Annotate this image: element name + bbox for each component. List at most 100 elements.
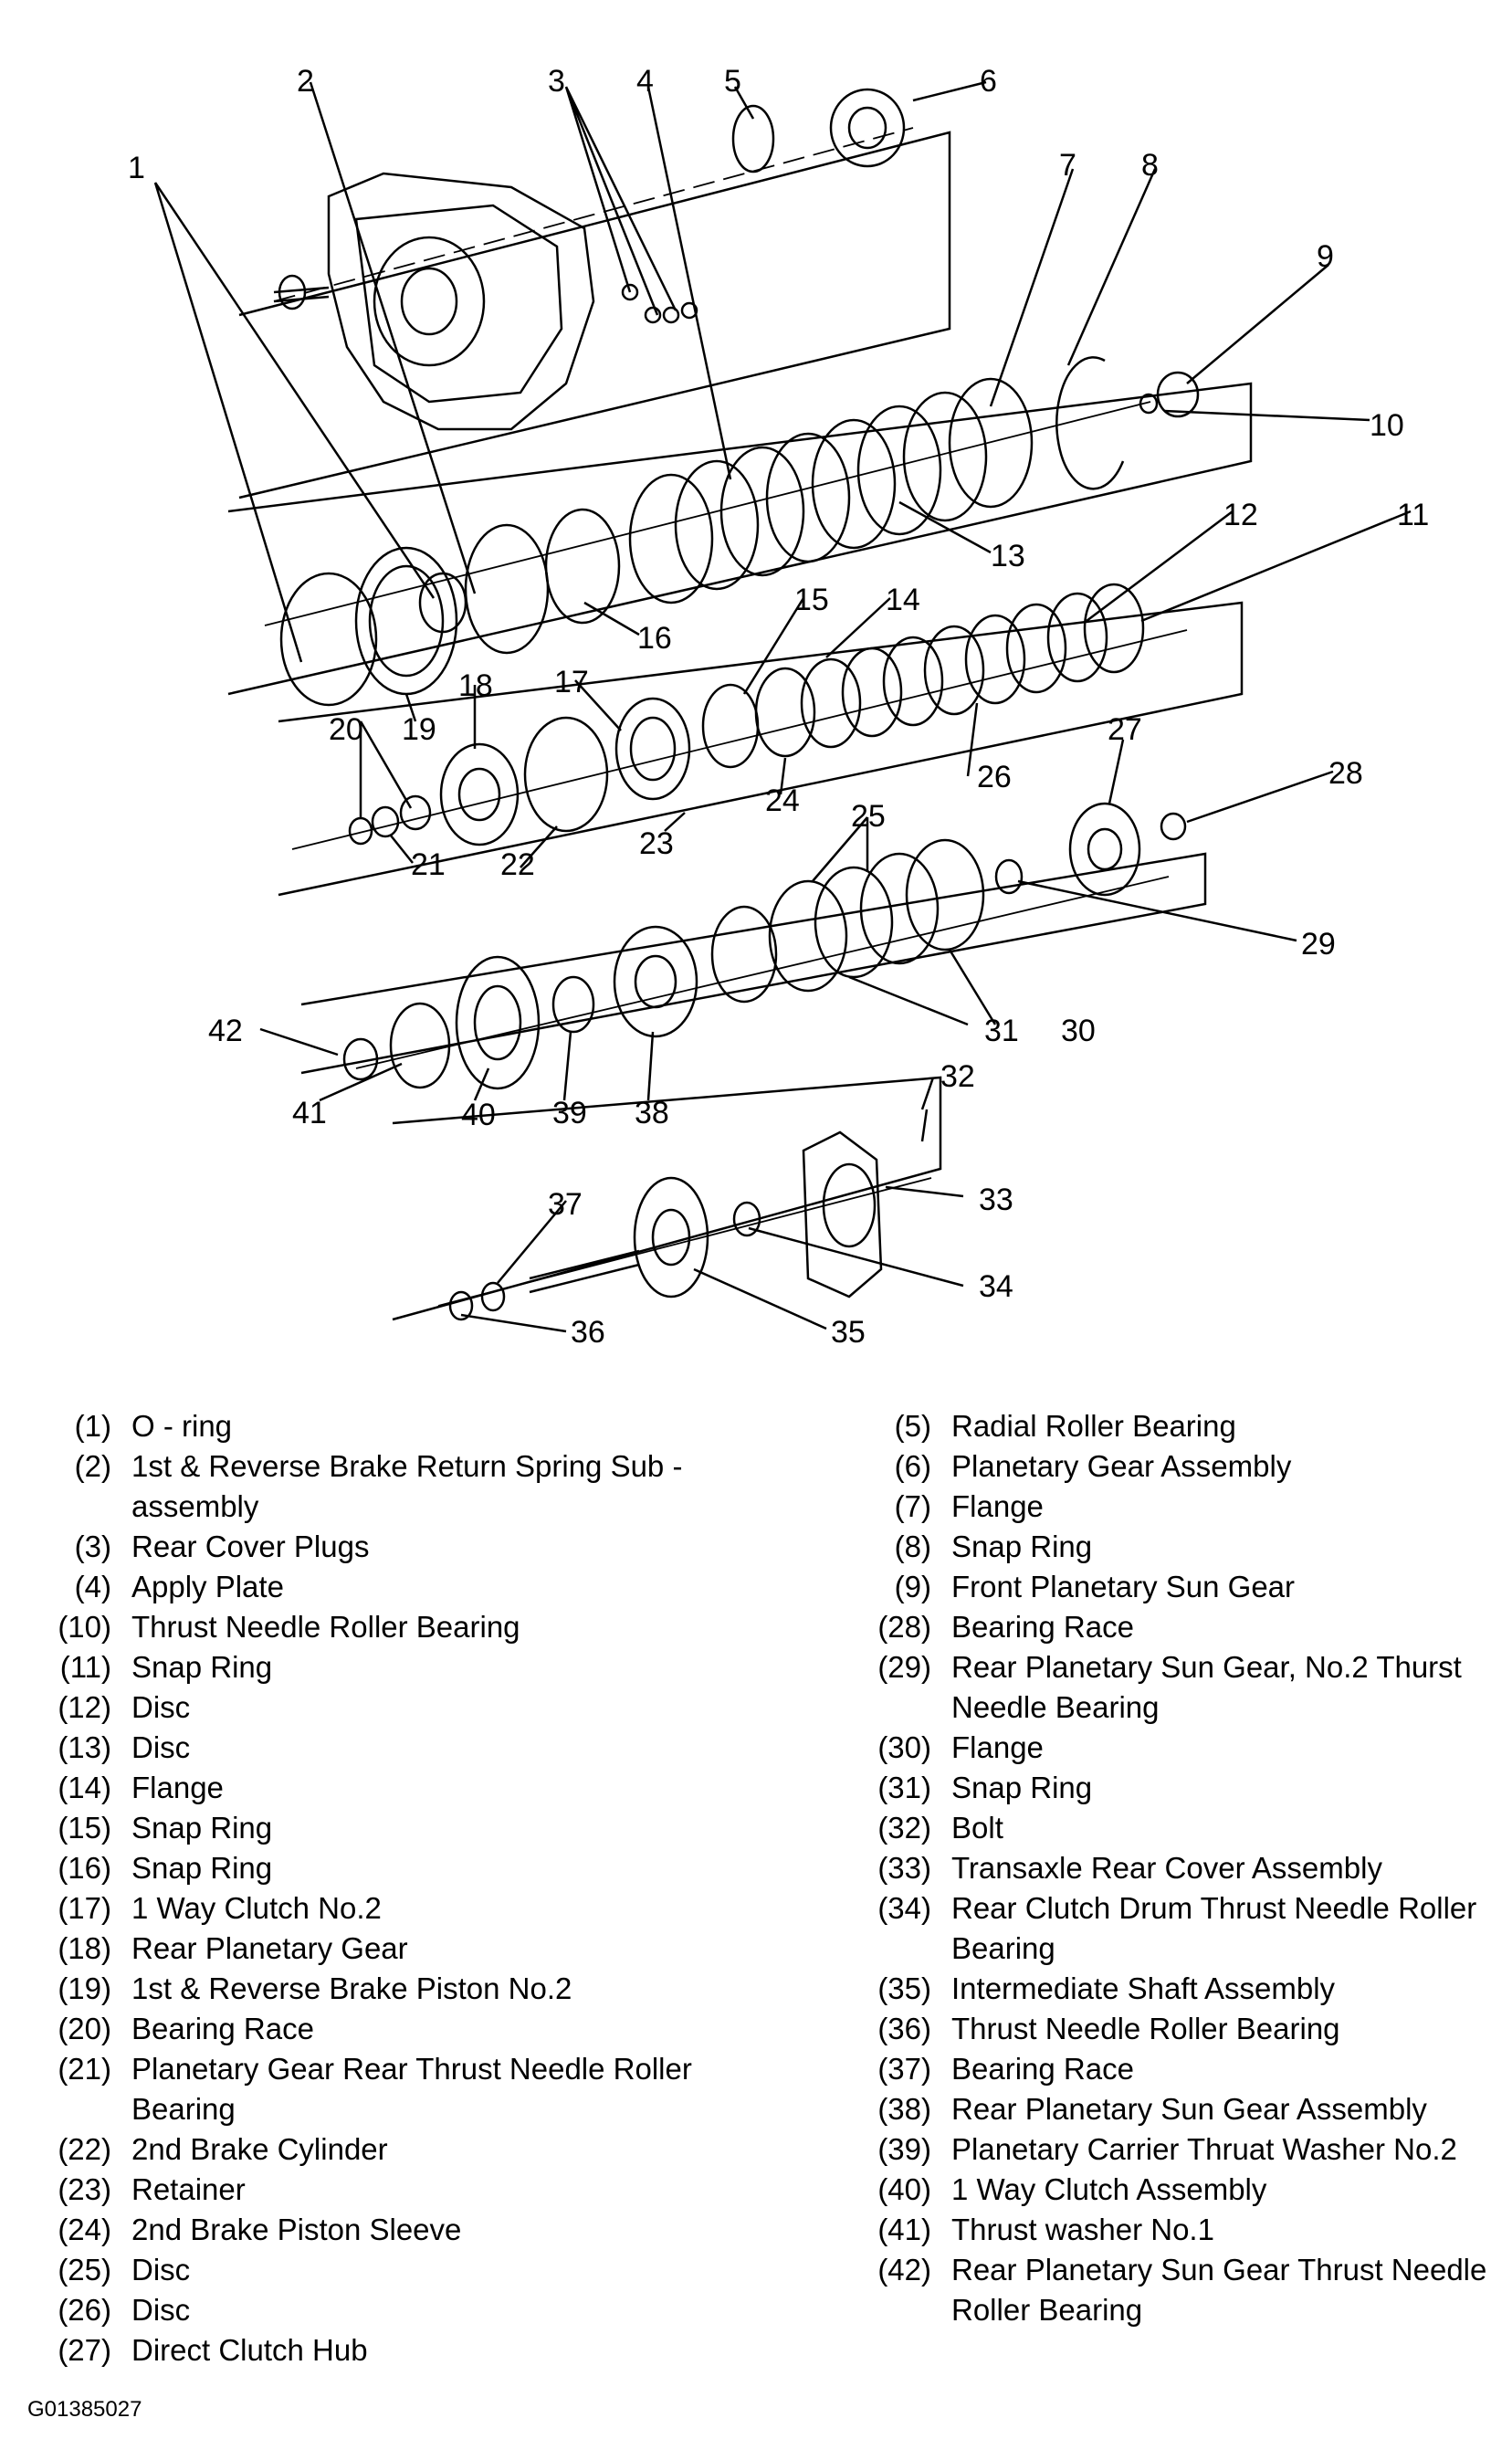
- legend-item: (11)Snap Ring: [27, 1647, 721, 1687]
- legend-item-description: 1 Way Clutch Assembly: [951, 2172, 1267, 2206]
- legend-item-number: (6): [894, 1449, 931, 1483]
- callout-5: 5: [724, 64, 741, 99]
- callout-16: 16: [637, 621, 672, 656]
- legend-item-number: (14): [58, 1771, 111, 1804]
- legend-item: (28)Bearing Race: [847, 1607, 1496, 1647]
- legend-item-number: (31): [877, 1771, 931, 1804]
- legend-item-number: (28): [877, 1610, 931, 1644]
- legend-item-description: 1st & Reverse Brake Return Spring Sub - …: [131, 1449, 683, 1523]
- legend-item: (25)Disc: [27, 2250, 721, 2290]
- legend-item: (29)Rear Planetary Sun Gear, No.2 Thurst…: [847, 1647, 1496, 1728]
- legend-item-description: Thrust Needle Roller Bearing: [131, 1610, 520, 1644]
- legend-item-description: Rear Planetary Gear: [131, 1931, 408, 1965]
- legend-item: (13) Disc: [27, 1728, 721, 1768]
- transaxle-case-drawing: [273, 172, 595, 431]
- legend-item-description: Rear Planetary Sun Gear, No.2 Thurst Nee…: [951, 1650, 1462, 1724]
- legend-item: (24) 2nd Brake Piston Sleeve: [27, 2210, 721, 2250]
- legend-item-description: Flange: [951, 1730, 1044, 1764]
- legend-item-description: Transaxle Rear Cover Assembly: [951, 1851, 1382, 1885]
- callout-24: 24: [765, 783, 800, 818]
- legend-item: (2)1st & Reverse Brake Return Spring Sub…: [27, 1446, 721, 1527]
- legend-item-description: Apply Plate: [131, 1570, 284, 1603]
- legend-item-number: (33): [877, 1851, 931, 1885]
- legend-item: (34) Rear Clutch Drum Thrust Needle Rolle…: [847, 1888, 1496, 1969]
- legend-item-number: (38): [877, 2092, 931, 2126]
- legend-item-number: (16): [58, 1851, 111, 1885]
- legend-right: (5)Radial Roller Bearing(6)Planetary Gea…: [847, 1406, 1496, 2330]
- legend-item-number: (41): [877, 2213, 931, 2246]
- legend-item-description: Retainer: [131, 2172, 246, 2206]
- assembly-plane-1: [238, 131, 951, 499]
- legend-item: (3)Rear Cover Plugs: [27, 1527, 721, 1567]
- legend-item-number: (34): [877, 1891, 931, 1925]
- legend-item: (33) Transaxle Rear Cover Assembly: [847, 1848, 1496, 1888]
- legend-item-description: Direct Clutch Hub: [131, 2333, 368, 2367]
- legend-item-description: Flange: [131, 1771, 224, 1804]
- legend-item-number: (30): [877, 1730, 931, 1764]
- legend-item-description: 2nd Brake Piston Sleeve: [131, 2213, 462, 2246]
- callout-4: 4: [636, 64, 654, 99]
- legend-item-description: Rear Clutch Drum Thrust Needle Roller Be…: [951, 1891, 1477, 1965]
- callout-3: 3: [548, 64, 565, 99]
- legend-item-number: (22): [58, 2132, 111, 2166]
- assembly-plane-5: [392, 1076, 942, 1321]
- legend-item-number: (24): [58, 2213, 111, 2246]
- callout-41: 41: [292, 1096, 327, 1130]
- callout-36: 36: [571, 1315, 605, 1350]
- callout-29: 29: [1301, 927, 1336, 962]
- legend-item-description: Snap Ring: [131, 1650, 273, 1684]
- legend-item-description: Thrust Needle Roller Bearing: [951, 2012, 1340, 2045]
- legend-item-description: O - ring: [131, 1409, 233, 1443]
- legend-item-description: Radial Roller Bearing: [951, 1409, 1236, 1443]
- legend-item-description: Snap Ring: [131, 1811, 273, 1845]
- legend-item-description: Snap Ring: [951, 1530, 1093, 1563]
- legend-item-number: (39): [877, 2132, 931, 2166]
- callout-9: 9: [1317, 239, 1334, 274]
- assembly-plane-2: [227, 382, 1253, 696]
- callout-38: 38: [635, 1096, 669, 1130]
- exploded-view-diagram: 1 2 3 4 5 6 7 8 9 10 11 12 13 14 15 16 1…: [128, 64, 1429, 1350]
- legend-item-number: (26): [58, 2293, 111, 2327]
- legend-item-description: Planetary Carrier Thruat Washer No.2: [951, 2132, 1457, 2166]
- legend-item-description: Flange: [951, 1489, 1044, 1523]
- legend-item-description: Disc: [131, 2253, 191, 2287]
- callout-21: 21: [411, 847, 446, 882]
- legend-item-description: Planetary Gear Rear Thrust Needle Roller…: [131, 2052, 692, 2126]
- legend-item: (12)Disc: [27, 1687, 721, 1728]
- callout-25: 25: [851, 799, 886, 834]
- legend-item-description: 1 Way Clutch No.2: [131, 1891, 382, 1925]
- assembly-plane-4: [300, 852, 1207, 1075]
- callout-13: 13: [991, 539, 1025, 573]
- legend-item-description: Snap Ring: [131, 1851, 273, 1885]
- legend-item-description: Disc: [131, 2293, 191, 2327]
- legend-item: (17)1 Way Clutch No.2: [27, 1888, 721, 1929]
- callout-33: 33: [979, 1183, 1013, 1217]
- legend-item-description: 2nd Brake Cylinder: [131, 2132, 388, 2166]
- legend-item: (27)Direct Clutch Hub: [27, 2330, 721, 2371]
- legend-item-number: (8): [894, 1530, 931, 1563]
- callout-2: 2: [297, 64, 314, 99]
- legend-item-description: Disc: [131, 1730, 191, 1764]
- legend-item-number: (9): [894, 1570, 931, 1603]
- callout-30: 30: [1061, 1014, 1096, 1048]
- callout-18: 18: [458, 668, 493, 703]
- callout-31: 31: [984, 1014, 1019, 1048]
- legend-item-number: (20): [58, 2012, 111, 2045]
- legend-item: (37)Bearing Race: [847, 2049, 1496, 2089]
- legend-item-number: (7): [894, 1489, 931, 1523]
- legend-item-number: (13): [58, 1730, 111, 1764]
- legend-item-number: (1): [74, 1409, 111, 1443]
- legend-item: (32)Bolt: [847, 1808, 1496, 1848]
- callout-15: 15: [794, 583, 829, 617]
- legend-item-number: (40): [877, 2172, 931, 2206]
- legend-item-number: (35): [877, 1971, 931, 2005]
- callout-23: 23: [639, 826, 674, 861]
- legend-item-number: (37): [877, 2052, 931, 2086]
- legend-item: (35)Intermediate Shaft Assembly: [847, 1969, 1496, 2009]
- legend-item: (41)Thrust washer No.1: [847, 2210, 1496, 2250]
- legend-item-description: 1st & Reverse Brake Piston No.2: [131, 1971, 572, 2005]
- legend-item-description: Rear Cover Plugs: [131, 1530, 370, 1563]
- legend-item-number: (15): [58, 1811, 111, 1845]
- callout-40: 40: [461, 1098, 496, 1132]
- callout-8: 8: [1141, 148, 1159, 183]
